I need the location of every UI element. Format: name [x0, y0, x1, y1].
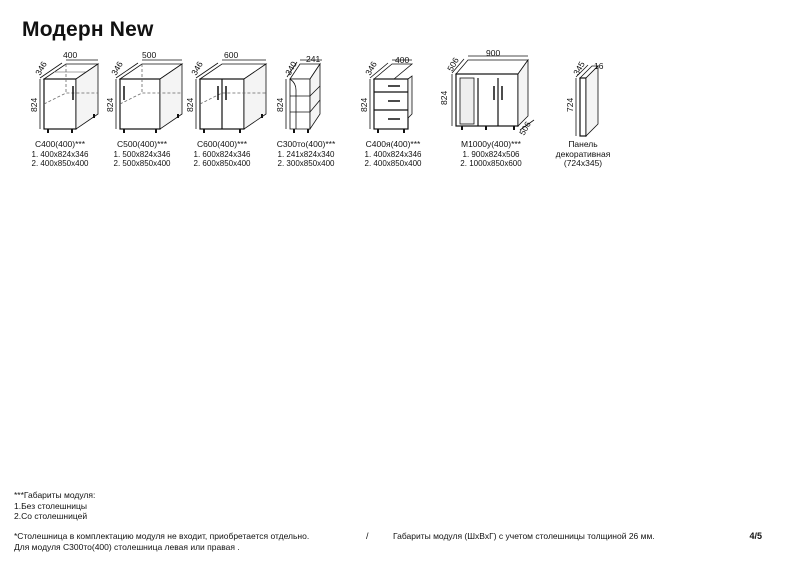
module-size-2: 2. 500х850х400: [113, 159, 171, 168]
module-caption-c300to: С300то(400)*** 1. 241х824х340 2. 300х850…: [270, 139, 342, 169]
notes-item-1: 1.Без столешницы: [14, 500, 87, 511]
module-size-2: 2. 1000х850х600: [460, 159, 522, 168]
module-name: С600(400)***: [196, 139, 248, 149]
note-separator: /: [366, 531, 369, 541]
module-caption-c400: С400(400)*** 1. 400х824х346 2. 400х850х4…: [28, 139, 92, 169]
module-size-2: 2. 600х850х400: [193, 159, 251, 168]
dim-height: 824: [29, 98, 39, 112]
module-name: С400я(400)***: [365, 139, 421, 149]
module-name: Панель: [568, 139, 598, 149]
module-drawing-c400ya: 400 346 824: [359, 55, 414, 133]
dim-height: 824: [359, 98, 369, 112]
module-size-1: декоративная: [555, 148, 611, 159]
notes-header: ***Габариты модуля:: [14, 490, 96, 500]
module-size-2: 2. 400х850х400: [31, 159, 89, 168]
notes-block: ***Габариты модуля: 1.Без столешницы 2.С…: [14, 490, 95, 522]
dim-height: 824: [439, 91, 449, 105]
module-caption-m1000u: М1000у(400)*** 1. 900х824х506 2. 1000х85…: [455, 139, 527, 169]
dim-width: 16: [594, 61, 604, 71]
module-drawing-c400: 400 346 824: [29, 50, 100, 133]
dim-depth: 346: [33, 59, 49, 77]
dim-width: 900: [486, 48, 500, 58]
dim-depth: 346: [363, 59, 379, 77]
module-size-1: 1. 500х824х346: [113, 149, 171, 159]
module-size-1: 1. 241х824х340: [277, 149, 335, 159]
module-size-1: 1. 600х824х346: [193, 149, 251, 159]
module-name: С400(400)***: [34, 139, 86, 149]
dim-width: 241: [306, 54, 320, 64]
module-drawing-panel: 16 345 724: [565, 59, 604, 137]
dimensions-note: Габариты модуля (ШхВхГ) с учетом столешн…: [393, 531, 655, 541]
dim-height: 824: [275, 98, 285, 112]
module-drawing-c300to: 241 340 824: [275, 54, 322, 133]
page-title: Модерн New: [22, 18, 154, 41]
dim-width: 400: [63, 50, 77, 60]
module-drawing-c500: 500 346 824: [105, 50, 184, 133]
module-caption-c500: С500(400)*** 1. 500х824х346 2. 500х850х4…: [110, 139, 174, 169]
module-size-1: 1. 400х824х346: [31, 149, 89, 159]
dim-width: 400: [395, 55, 409, 65]
dim-width: 500: [142, 50, 156, 60]
dim-height: 724: [565, 98, 575, 112]
module-size-2: 2. 400х850х400: [364, 159, 422, 168]
module-size-1: 1. 400х824х346: [364, 149, 422, 159]
dim-depth: 506: [445, 55, 461, 73]
dim-height: 824: [185, 98, 195, 112]
module-caption-c400ya: С400я(400)*** 1. 400х824х346 2. 400х850х…: [360, 139, 426, 169]
module-name: С500(400)***: [116, 139, 168, 149]
module-size-2: (724х345): [563, 158, 603, 168]
module-drawing-m1000u: 900 506 824 506: [439, 48, 535, 137]
dim-depth: 346: [109, 59, 125, 77]
module-name: С300то(400)***: [276, 139, 336, 149]
page-number: 4/5: [749, 531, 762, 541]
module-drawing-c600: 600 346 824: [185, 50, 268, 133]
module-caption-c600: С600(400)*** 1. 600х824х346 2. 600х850х4…: [190, 139, 254, 169]
dim-depth: 346: [189, 59, 205, 77]
notes-item-2: 2.Со столешницей: [14, 511, 88, 521]
countertop-note: *Столешница в комплектацию модуля не вхо…: [14, 531, 310, 541]
dim-width: 600: [224, 50, 238, 60]
module-name: М1000у(400)***: [460, 139, 521, 149]
module-size-1: 1. 900х824х506: [462, 149, 520, 159]
module-size-2: 2. 300х850х400: [277, 159, 335, 168]
module-caption-panel: Панель декоративная (724х345): [552, 139, 614, 169]
c300-note: Для модуля С300то(400) столешница левая …: [14, 542, 240, 552]
dim-height: 824: [105, 98, 115, 112]
